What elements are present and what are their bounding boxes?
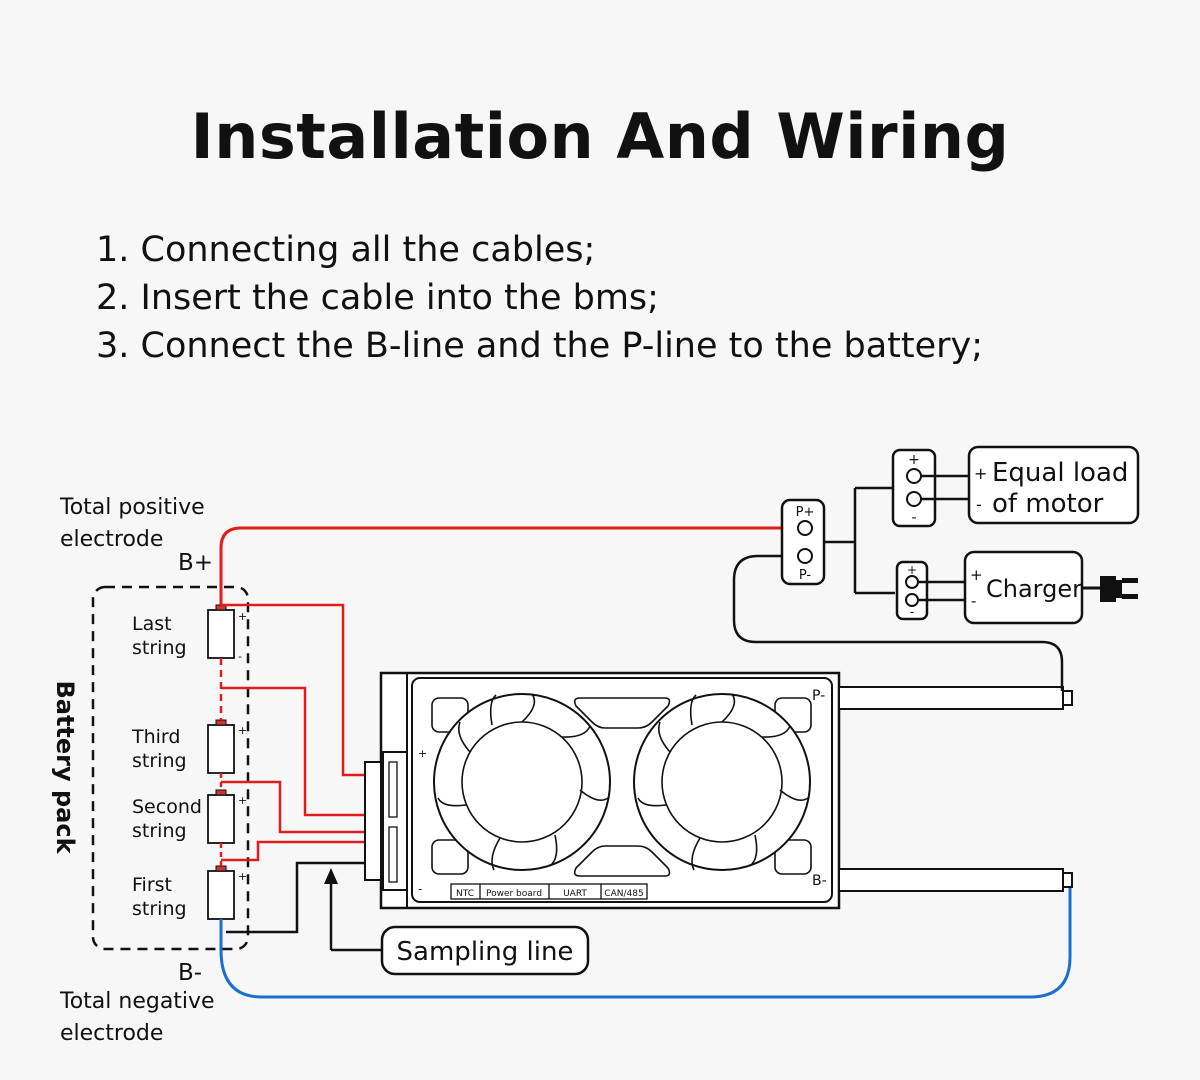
negative-main-wire	[219, 885, 1072, 999]
battery-pack-label: Battery pack	[51, 680, 79, 854]
sampling-line-label: Sampling line	[397, 937, 574, 967]
svg-text:-: -	[976, 495, 982, 514]
load-label-2: of motor	[992, 489, 1104, 519]
bms-board: + -	[364, 671, 841, 910]
p-minus-label: P-	[799, 568, 812, 583]
svg-text:-: -	[911, 510, 916, 526]
charger-box: + - Charger	[963, 550, 1084, 625]
sampling-wires	[221, 603, 365, 862]
svg-text:-: -	[418, 882, 422, 896]
load-box: + - Equal load of motor	[967, 445, 1140, 525]
bms-b-minus-lead	[838, 868, 1073, 892]
bms-p-minus-lead	[838, 686, 1073, 710]
total-negative-label-2: electrode	[60, 1021, 163, 1046]
step-2: 2. Insert the cable into the bms;	[96, 278, 659, 318]
total-negative-label-1: Total negative	[59, 989, 215, 1014]
plug-icon	[1082, 576, 1138, 602]
string-label-first-2: string	[132, 898, 187, 920]
string-label-first-1: First	[132, 874, 172, 896]
load-terminal: + -	[891, 448, 937, 528]
svg-text:+: +	[418, 747, 427, 760]
total-positive-label-1: Total positive	[59, 495, 205, 520]
sampling-wire-negative	[226, 861, 365, 934]
string-label-second-1: Second	[132, 796, 202, 818]
port-uart: UART	[563, 889, 587, 899]
bms-p-minus-label: P-	[812, 688, 825, 704]
step-1: 1. Connecting all the cables;	[96, 230, 596, 270]
total-positive-label-2: electrode	[60, 527, 163, 552]
svg-text:+: +	[238, 870, 247, 883]
svg-text:+: +	[908, 452, 920, 468]
port-ntc: NTC	[456, 889, 474, 899]
page-title: Installation And Wiring	[190, 100, 1010, 173]
svg-text:+: +	[907, 563, 917, 577]
fan-left	[433, 693, 611, 871]
cell-first: +	[207, 865, 247, 920]
sampling-line-box	[380, 925, 590, 976]
bms-b-minus-label: B-	[812, 873, 827, 889]
battery-pack-box	[91, 585, 250, 951]
b-minus-label: B-	[178, 960, 202, 986]
string-label-last-1: Last	[132, 613, 172, 635]
load-label-1: Equal load	[992, 458, 1128, 488]
string-label-second-2: string	[132, 820, 187, 842]
svg-text:-: -	[910, 605, 914, 619]
port-can-485: CAN/485	[604, 889, 643, 899]
svg-text:+: +	[974, 464, 987, 483]
string-label-last-2: string	[132, 637, 187, 659]
svg-text:+: +	[238, 724, 247, 737]
svg-text:+: +	[238, 794, 247, 807]
cell-second: +	[207, 789, 247, 844]
p-terminal-block: P+ P-	[780, 498, 826, 586]
cell-third: +	[207, 719, 247, 774]
port-power-board: Power board	[486, 889, 542, 899]
fan-right	[633, 693, 811, 871]
b-plus-label: B+	[178, 550, 213, 576]
instruction-steps: 1. Connecting all the cables; 2. Insert …	[96, 226, 983, 370]
svg-text:+: +	[238, 610, 247, 623]
svg-text:-: -	[238, 650, 242, 663]
charger-label: Charger	[986, 575, 1082, 603]
p-minus-wire	[732, 554, 1064, 691]
p-plus-label: P+	[796, 505, 815, 520]
string-label-third-1: Third	[131, 726, 180, 748]
positive-main-wire	[219, 526, 785, 605]
svg-text:-: -	[971, 592, 976, 610]
svg-text:+: +	[970, 566, 983, 584]
string-label-third-2: string	[132, 750, 187, 772]
step-3: 3. Connect the B-line and the P-line to …	[96, 326, 984, 366]
cell-last: + -	[207, 604, 247, 663]
charger-terminal: + -	[895, 560, 929, 621]
